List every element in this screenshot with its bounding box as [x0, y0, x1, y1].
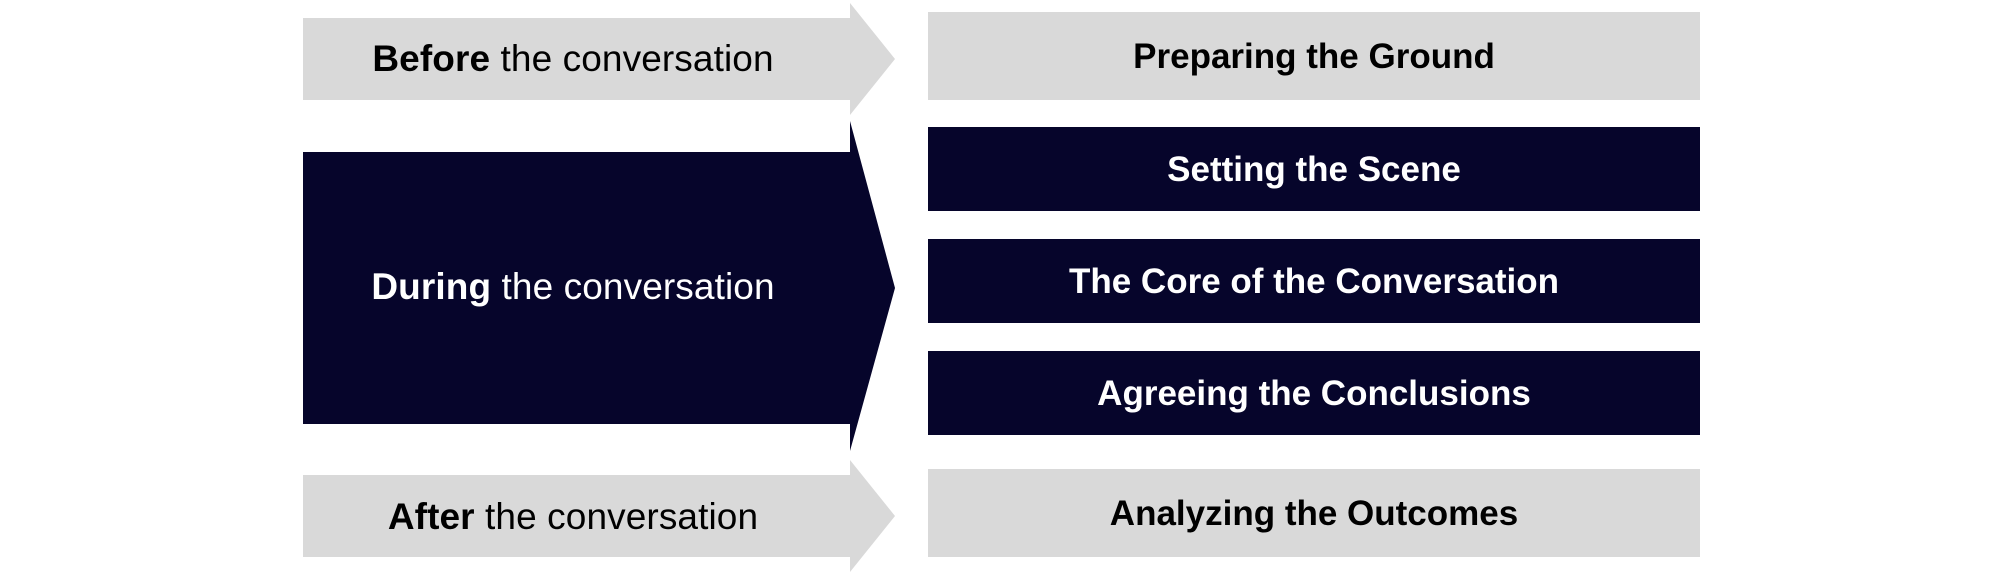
arrow-shape-after — [303, 460, 895, 572]
phase-arrow-during[interactable]: During the conversation — [303, 121, 895, 451]
arrow-shape-during — [303, 121, 895, 451]
phase-arrow-after-lead: After — [387, 495, 475, 537]
phase-arrow-during-lead: During — [371, 265, 492, 307]
stage-label-analyzing-the-outcomes: Analyzing the Outcomes — [1109, 493, 1519, 533]
stage-box-preparing-the-ground[interactable]: Preparing the Ground — [928, 12, 1700, 100]
phase-arrow-after-label: After the conversation — [388, 498, 758, 535]
phase-arrow-after[interactable]: After the conversation — [303, 460, 895, 572]
phase-arrow-before[interactable]: Before the conversation — [303, 3, 895, 115]
phase-arrow-before-tail: the conversation — [490, 37, 774, 79]
phase-arrow-before-label: Before the conversation — [372, 40, 773, 77]
stage-label-setting-the-scene: Setting the Scene — [1167, 149, 1461, 189]
phase-arrow-during-tail: the conversation — [491, 265, 775, 307]
phase-arrow-after-tail: the conversation — [474, 495, 759, 537]
stage-label-preparing-the-ground: Preparing the Ground — [1133, 36, 1495, 76]
phase-arrow-before-lead: Before — [372, 37, 491, 79]
stage-label-the-core-of-the-conversation: The Core of the Conversation — [1068, 261, 1560, 301]
stage-box-agreeing-the-conclusions[interactable]: Agreeing the Conclusions — [928, 351, 1700, 435]
arrow-shape-before — [303, 3, 895, 115]
phase-arrow-during-label: During the conversation — [371, 268, 774, 305]
stage-box-setting-the-scene[interactable]: Setting the Scene — [928, 127, 1700, 211]
stage-label-agreeing-the-conclusions: Agreeing the Conclusions — [1097, 373, 1531, 413]
stage-box-the-core-of-the-conversation[interactable]: The Core of the Conversation — [928, 239, 1700, 323]
stage-box-analyzing-the-outcomes[interactable]: Analyzing the Outcomes — [928, 469, 1700, 557]
